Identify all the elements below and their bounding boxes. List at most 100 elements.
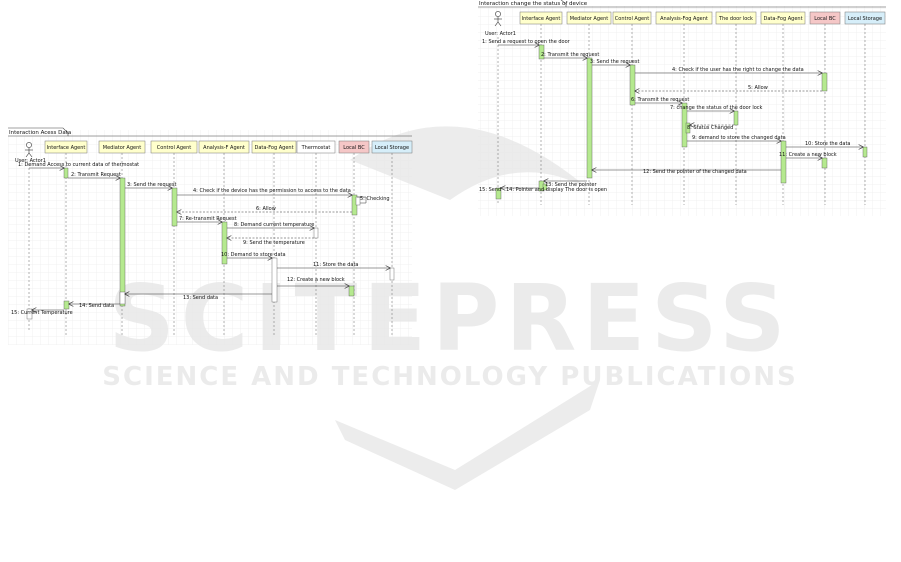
message-label: 14: Pointer and display The door is open	[506, 187, 607, 193]
message-label: 8: Status Changed	[687, 125, 733, 131]
left-frame-label: Interaction Acess Data	[9, 130, 71, 136]
left-lifeline-mediator: Mediator Agent	[98, 140, 146, 335]
left-grid-area	[8, 130, 412, 345]
activation-bar	[733, 110, 739, 126]
message-label: 7: change the status of the door lock	[670, 105, 763, 111]
right-lifeline-interface: Interface Agent	[519, 11, 563, 205]
activation-bar	[271, 257, 278, 303]
left-lifeline-label: Data-Fog Agent	[254, 145, 293, 151]
message-label: 6: Allow	[256, 206, 276, 212]
right-actor: User: Actor1	[485, 11, 516, 37]
watermark-check-mark	[335, 380, 600, 490]
message-label: 15: Send	[479, 187, 501, 193]
left-lifeline-thermostat: Thermostat	[296, 140, 336, 335]
left-lifeline-datafog: Data-Fog Agent	[251, 140, 297, 335]
message-label: 8: Demand current temperature	[234, 222, 314, 228]
left-actor-label: User: Actor1	[15, 158, 46, 164]
message-label: 4: Check if the device has the permissio…	[193, 188, 351, 194]
activation-bar	[313, 227, 319, 239]
message-label: 2: Transmit Request	[71, 172, 121, 178]
activation-bar	[821, 72, 828, 92]
left-lifeline-label: Thermostat	[301, 145, 331, 151]
left-lifeline-label: Local BC	[343, 145, 365, 151]
activation-bar	[26, 308, 33, 320]
message-label: 5: Allow	[748, 85, 768, 91]
activation-bar	[63, 167, 69, 179]
activation-bar	[389, 267, 395, 281]
right-lifeline-localbc: Local BC	[809, 11, 841, 205]
message-label: 6: Transmit the request	[631, 97, 689, 103]
right-lifeline-label: Control Agent	[615, 16, 650, 22]
message-label: 14: Send data	[79, 303, 114, 309]
activation-bar	[542, 183, 548, 191]
left-lifeline-label: Analysis-F Agent	[203, 145, 245, 151]
right-lifeline-datafog: Data-Fog Agent	[760, 11, 806, 205]
left-sequence-diagram: Interaction Acess Data User: Actor1 Inte…	[8, 127, 413, 345]
activation-bar	[119, 177, 126, 307]
left-lifeline-label: Mediator Agent	[103, 145, 142, 151]
activation-bar	[171, 187, 178, 227]
message-label: 5: Checking	[360, 196, 390, 202]
watermark-tagline: SCIENCE AND TECHNOLOGY PUBLICATIONS	[102, 362, 797, 392]
activation-bar	[862, 146, 868, 158]
left-frame-tab	[8, 127, 69, 137]
message-label: 13: Send data	[183, 295, 218, 301]
right-actor-label: User: Actor1	[485, 31, 516, 37]
activation-bar	[629, 64, 636, 106]
left-lifeline-control: Control Agent	[150, 140, 198, 335]
left-lifeline-label: Local Storage	[375, 145, 409, 151]
activation-bar	[586, 57, 593, 179]
right-lifeline-control: Control Agent	[612, 11, 652, 205]
right-lifeline-label: Interface Agent	[522, 16, 561, 22]
right-lifeline-label: Mediator Agent	[570, 16, 609, 22]
left-lifeline-label: Interface Agent	[47, 145, 86, 151]
left-lifeline-localbc: Local BC	[338, 140, 370, 335]
message-label: 10: Store the data	[805, 141, 851, 147]
left-lifeline-label: Control Agent	[157, 145, 192, 151]
message-label: 12: Create a new block	[287, 277, 345, 283]
right-lifeline-label: The door lock	[718, 16, 753, 22]
watermark: SCITEPRESS SCIENCE AND TECHNOLOGY PUBLIC…	[102, 126, 797, 490]
right-lifeline-label: Analysis-Fog Agent	[660, 16, 708, 22]
message-label: 9: demand to store the changed data	[692, 135, 786, 141]
message-label: 13: Send the pointer	[545, 182, 597, 188]
message-label: 11: Store the data	[313, 262, 359, 268]
right-lifeline-label: Local Storage	[848, 16, 882, 22]
message-label: 4: Check if the user has the right to ch…	[672, 67, 804, 73]
message-label: 10: Demand to store data	[221, 252, 286, 258]
right-lifeline-analysis: Analysis-Fog Agent	[655, 11, 713, 205]
message-label: 1: Send a request to open the door	[482, 39, 571, 45]
right-frame-label: Interaction change the status of device	[479, 1, 588, 7]
message-label: 1: Demand Access to current data of ther…	[18, 162, 139, 168]
right-frame-tab	[478, 0, 567, 8]
right-lifeline-localstorage: Local Storage	[844, 11, 886, 205]
message-label: 9: Send the temperature	[243, 240, 305, 246]
message-label: 12: Send the pointer of the changed data	[643, 169, 747, 175]
message-label: 7: Re-transmit Request	[179, 216, 237, 222]
activation-bar	[538, 44, 545, 60]
message-label: 3: Send the request	[590, 59, 639, 65]
activation-bar	[63, 300, 70, 310]
left-lifeline-localstorage: Local Storage	[371, 140, 413, 335]
right-lifeline-label: Data-Fog Agent	[763, 16, 802, 22]
message-label: 2: Transmit the request	[541, 52, 599, 58]
activation-bar	[821, 157, 828, 169]
activation-bar	[119, 291, 126, 305]
left-actor: User: Actor1	[15, 142, 46, 164]
message-label: 11: Create a new block	[779, 152, 837, 158]
message-label: 15: Current Temperature	[11, 310, 73, 316]
right-sequence-diagram: Interaction change the status of device …	[478, 0, 886, 216]
activation-bar	[348, 285, 355, 297]
activation-bar	[780, 140, 787, 184]
right-lifeline-mediator: Mediator Agent	[566, 11, 612, 205]
right-lifeline-label: Local BC	[814, 16, 836, 22]
left-lifeline-analysis: Analysis-F Agent	[198, 140, 250, 335]
activation-bar	[495, 187, 502, 200]
message-arrow	[357, 196, 367, 204]
message-label: 3: Send the request	[127, 182, 176, 188]
left-lifeline-interface: Interface Agent	[44, 140, 88, 335]
right-lifeline-doorlock: The door lock	[715, 11, 757, 205]
activation-bar	[221, 221, 228, 265]
activation-bar	[685, 122, 691, 134]
